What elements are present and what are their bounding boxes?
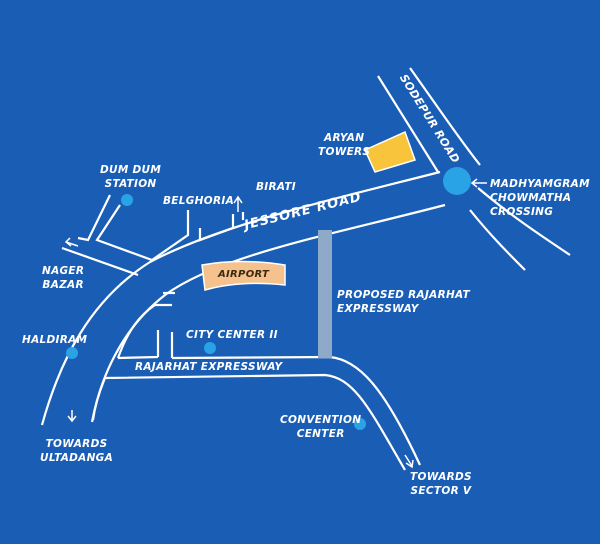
city-center-dot — [204, 342, 216, 354]
sodepur-road-east — [409, 67, 481, 166]
sodepur-road-west — [377, 75, 439, 173]
madhyamgram-road-north — [477, 187, 571, 256]
proposed-expressway — [318, 230, 332, 358]
rajarhat-west — [91, 377, 107, 421]
aryan-towers-block — [364, 130, 416, 173]
label-airport: AIRPORT — [218, 269, 270, 280]
label-rajarhat-expressway: RAJARHAT EXPRESSWAY — [135, 361, 283, 373]
airport-block — [201, 260, 286, 291]
rajarhat-north-edge — [171, 355, 421, 466]
label-city-center: CITY CENTER II — [186, 329, 278, 341]
convention-dot — [354, 418, 366, 430]
label-belghoria: BELGHORIA — [163, 195, 235, 207]
label-haldiram: HALDIRAM — [22, 334, 88, 346]
label-birati: BIRATI — [256, 181, 296, 193]
madhyamgram-road-south — [469, 209, 526, 271]
arrow-madhyamgram-icon — [470, 178, 487, 188]
arrow-nager-icon — [64, 237, 79, 247]
arrow-ultadanga-icon — [67, 410, 77, 423]
rajarhat-south-edge — [104, 373, 406, 471]
jessore-road-south-edge — [90, 203, 446, 423]
jessore-road-north-edge — [40, 170, 441, 426]
madhyamgram-dot — [443, 167, 471, 195]
haldiram-dot — [66, 347, 78, 359]
arrow-birati-icon — [233, 195, 243, 212]
arrow-sector-icon — [404, 454, 414, 469]
dum-dum-dot — [121, 194, 133, 206]
